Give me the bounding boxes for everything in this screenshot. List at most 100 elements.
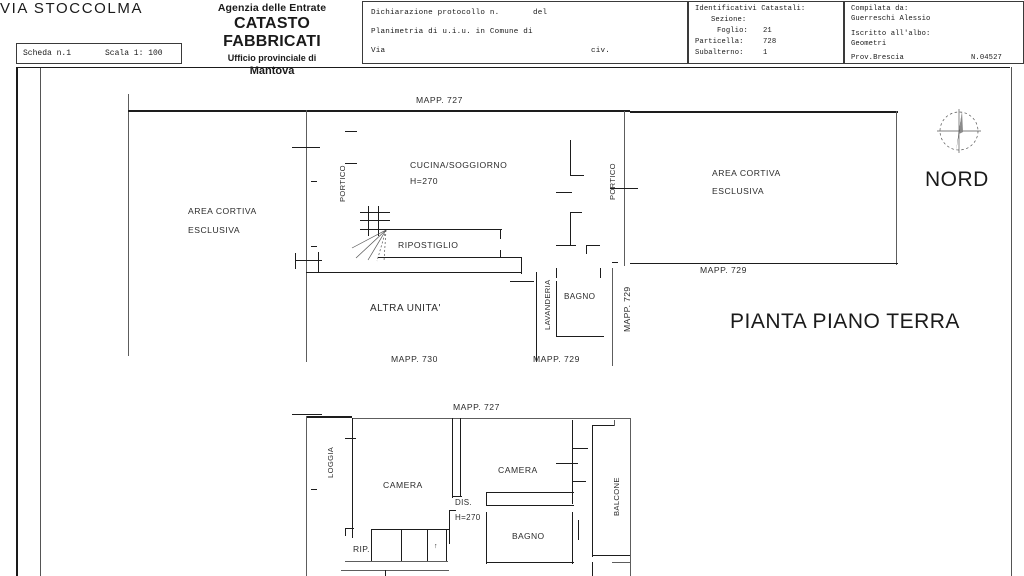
wall-camera-left-right-b — [460, 418, 462, 496]
subalterno-value: 1 — [763, 49, 768, 57]
frame-right-line — [1011, 67, 1012, 576]
wall-ripostiglio-jamb — [500, 250, 502, 258]
stair-riser-2 — [401, 529, 403, 561]
registration-number: N.04527 — [971, 54, 1002, 62]
wall-bagno-bottom — [556, 336, 604, 338]
wall-bagno-upper-top — [486, 505, 574, 507]
room-height-cucina: H=270 — [410, 176, 439, 186]
wall-bagno-right-top — [600, 268, 602, 278]
wall-loggia-right — [352, 418, 354, 538]
opening-mark-loggia-b — [345, 438, 356, 440]
wall-rip-corner-a — [345, 528, 354, 530]
wall-bagno-left — [556, 281, 558, 337]
wall-ripostiglio-bottom — [378, 257, 522, 259]
parcel-label-lower-top: MAPP. 727 — [453, 402, 500, 412]
wall-top-right — [630, 111, 898, 113]
agency-line-4: Mantova — [249, 65, 295, 78]
wall-lower-top-a — [306, 416, 352, 418]
wall-bagno-upper-left — [486, 512, 488, 564]
subalterno-label: Subalterno: — [695, 49, 744, 57]
room-label-portico-right: PORTICO — [608, 163, 617, 200]
wall-portico-right-e — [570, 212, 582, 214]
wall-camera-right-bottom — [486, 492, 574, 494]
opening-mark-b — [345, 163, 357, 165]
plan-title: PIANTA PIANO TERRA — [730, 310, 960, 333]
wall-lower-band-c — [510, 281, 534, 283]
opening-mark-d — [311, 246, 317, 248]
opening-mark-loggia — [311, 489, 317, 491]
parcel-label-top: MAPP. 727 — [416, 95, 463, 105]
street-name-label: VIA STOCCOLMA — [0, 0, 144, 17]
north-label: NORD — [925, 168, 989, 191]
wall-portico-right-b — [570, 175, 584, 177]
room-label-rip: RIP. — [353, 544, 370, 554]
opening-mark-a — [345, 131, 357, 133]
wall-balcone-bottom-outer — [612, 562, 630, 563]
courtyard-right-line2: ESCLUSIVA — [712, 186, 765, 196]
wall-bagno-upper-bottom — [486, 562, 574, 564]
wall-bottom-right-courtyard — [630, 263, 898, 265]
street-edge-line — [128, 94, 129, 356]
register-value: Geometri — [851, 40, 887, 48]
stair-line-b — [360, 220, 390, 221]
compiled-label: Compilata da: — [851, 5, 909, 13]
stair-line-e — [378, 206, 379, 236]
protocol-label: Dichiarazione protocollo n. — [371, 9, 500, 17]
wall-top-outer — [128, 110, 630, 112]
cadastral-ids-box: Identificativi Catastali: Sezione: Fogli… — [688, 1, 844, 64]
wall-lower-left-outer — [306, 416, 307, 576]
courtyard-right-line1: AREA CORTIVA — [712, 168, 781, 178]
lower-outer-tick — [385, 570, 387, 576]
wall-left-building-lower — [306, 262, 307, 362]
wall-camera-right-right — [572, 420, 574, 504]
sheet-number-label: Scheda n.1 — [23, 49, 72, 58]
parcel-label-right-vertical: MAPP. 729 — [622, 286, 632, 332]
wall-balcone-bottom-left-edge — [592, 562, 594, 576]
document-header: Agenzia delle Entrate CATASTO FABBRICATI… — [0, 0, 1024, 77]
wall-portico-right-c — [556, 192, 572, 194]
wall-ripostiglio-top — [378, 229, 502, 231]
compiled-value: Guerreschi Alessio — [851, 15, 931, 23]
wall-tick-left-c — [295, 253, 297, 269]
compiled-by-box: Compilata da: Guerreschi Alessio Iscritt… — [844, 1, 1024, 64]
stair-line-a — [360, 212, 390, 213]
wall-ripostiglio-right — [521, 257, 523, 267]
lower-outer-line — [341, 570, 449, 571]
wall-lavanderia-left — [536, 272, 538, 362]
room-label-bagno-ground: BAGNO — [564, 292, 596, 301]
cadastral-ids-title: Identificativi Catastali: — [695, 5, 806, 13]
wall-balcone-top-jog — [592, 425, 614, 427]
particella-label: Particella: — [695, 38, 744, 46]
wall-parcel-divider-right — [612, 268, 613, 366]
stair-line-d — [368, 206, 369, 236]
wall-camera-left-right — [452, 418, 454, 498]
street-label: Via — [371, 47, 386, 55]
wall-balcone-right — [630, 418, 631, 576]
declaration-box: Dichiarazione protocollo n. del Planimet… — [362, 1, 688, 64]
stair-riser-3 — [427, 529, 429, 561]
wall-lavanderia-right-top — [556, 268, 558, 278]
room-label-cucina-soggiorno: CUCINA/SOGGIORNO — [410, 160, 508, 170]
frame-inner-left-line — [40, 68, 41, 576]
courtyard-left-line1: AREA CORTIVA — [188, 206, 257, 216]
wall-bagno-upper-fixture — [578, 520, 580, 540]
parcel-label-right: MAPP. 729 — [700, 265, 747, 275]
particella-value: 728 — [763, 38, 777, 46]
wall-tick-left-b — [296, 260, 322, 262]
stair-riser-1 — [371, 529, 373, 561]
foglio-label: Foglio: — [717, 27, 748, 35]
parcel-label-bottom-left: MAPP. 730 — [391, 354, 438, 364]
stair-line-c — [360, 229, 390, 230]
wall-portico-right-d — [570, 212, 572, 246]
parcel-label-bottom-right: MAPP. 729 — [533, 354, 580, 364]
room-label-bagno-upper: BAGNO — [512, 531, 545, 541]
wall-tick-left-d — [318, 252, 320, 272]
wall-tick-left-a — [292, 147, 320, 149]
room-label-portico-left: PORTICO — [338, 165, 347, 202]
wall-tick-right-a — [610, 188, 638, 190]
drawing-frame — [16, 67, 1010, 576]
sezione-label: Sezione: — [711, 16, 747, 24]
wall-portico-right-h — [586, 245, 588, 254]
stair-base-line — [345, 561, 448, 562]
